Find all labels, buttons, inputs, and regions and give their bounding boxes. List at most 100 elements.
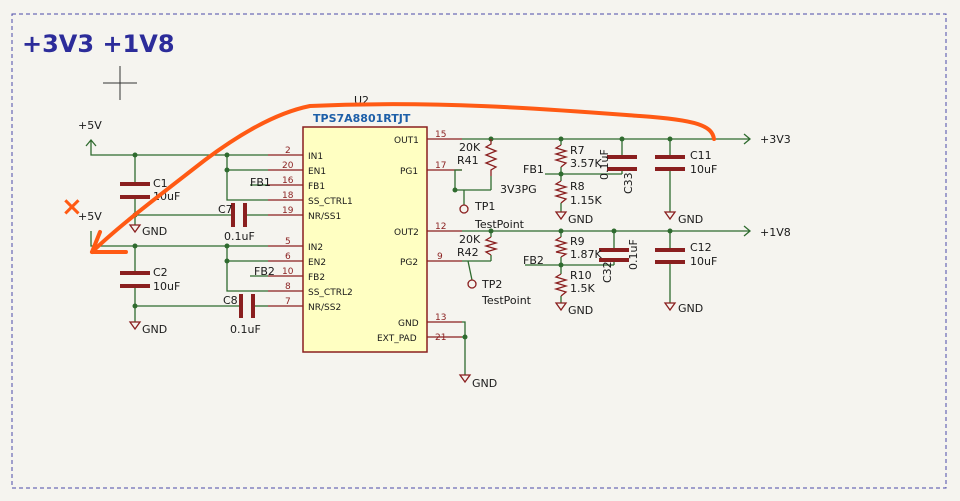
c32-ref: C32 xyxy=(601,261,614,283)
pin-num-9: 9 xyxy=(437,252,443,262)
c8-ref: C8 xyxy=(223,294,238,307)
pin-num-17: 17 xyxy=(435,161,446,171)
pin-num-2: 2 xyxy=(285,146,291,156)
c33-value: 0.1uF xyxy=(598,149,611,180)
power-label-5v-2: +5V xyxy=(78,210,102,223)
pin-name-in1: IN1 xyxy=(308,152,323,162)
pin-num-12: 12 xyxy=(435,222,446,232)
r10-ref: R10 xyxy=(570,269,592,282)
pin-num-5: 5 xyxy=(285,237,291,247)
pin-name-fb1: FB1 xyxy=(308,182,325,192)
c1-ref: C1 xyxy=(153,177,168,190)
net-label-fb2-left: FB2 xyxy=(254,265,275,278)
r9-value: 1.87K xyxy=(570,248,602,261)
tp1-value: TestPoint xyxy=(474,218,525,231)
pin-num-19: 19 xyxy=(282,206,294,216)
gnd-symbol-c2 xyxy=(128,321,142,331)
pin-name-ss-ctrl1: SS_CTRL1 xyxy=(308,197,353,207)
c32-value: 0.1uF xyxy=(627,239,640,270)
right-wiring xyxy=(452,133,752,375)
c12-value: 10uF xyxy=(690,255,717,268)
pin-num-6: 6 xyxy=(285,252,291,262)
pin-num-10: 10 xyxy=(282,267,294,277)
pin-name-en1: EN1 xyxy=(308,167,326,177)
capacitor-c12[interactable] xyxy=(655,248,685,264)
r7-value: 3.57K xyxy=(570,157,602,170)
resistor-r9[interactable] xyxy=(553,236,569,258)
resistor-r41[interactable] xyxy=(484,139,498,176)
gnd-label-c11: GND xyxy=(678,213,703,226)
capacitor-c32[interactable] xyxy=(599,248,629,262)
c7-value: 0.1uF xyxy=(224,230,255,243)
capacitor-c8[interactable] xyxy=(239,294,255,318)
r8-value: 1.15K xyxy=(570,194,602,207)
capacitor-c11[interactable] xyxy=(655,155,685,171)
r7-ref: R7 xyxy=(570,144,585,157)
r41-value: 20K xyxy=(459,141,481,154)
ic-body[interactable] xyxy=(302,126,428,353)
capacitor-c1[interactable] xyxy=(120,182,150,199)
gnd-label-c2: GND xyxy=(142,323,167,336)
gnd-symbol-r10 xyxy=(554,302,568,312)
annotation-arrow-stroke xyxy=(90,102,716,254)
capacitor-c33[interactable] xyxy=(607,155,637,171)
power-label-3v3: +3V3 xyxy=(760,133,791,146)
tp2-ref: TP2 xyxy=(481,278,502,291)
testpoint-tp1-icon[interactable] xyxy=(459,204,469,214)
tp1-ref: TP1 xyxy=(474,200,495,213)
net-label-fb1-right: FB1 xyxy=(523,163,544,176)
resistor-r7[interactable] xyxy=(553,144,569,168)
pin-name-gnd: GND xyxy=(398,319,419,329)
net-label-3v3pg: 3V3PG xyxy=(500,183,537,196)
pin-num-16: 16 xyxy=(282,176,294,186)
capacitor-c7[interactable] xyxy=(231,203,247,227)
gnd-label-c1: GND xyxy=(142,225,167,238)
net-label-fb1-left: FB1 xyxy=(250,176,271,189)
pin-name-out1: OUT1 xyxy=(394,136,419,146)
gnd-label-c12: GND xyxy=(678,302,703,315)
gnd-symbol-ic xyxy=(458,374,472,384)
r9-ref: R9 xyxy=(570,235,585,248)
gnd-symbol-r8 xyxy=(554,211,568,221)
ic-value: TPS7A8801RTJT xyxy=(313,112,411,125)
gnd-symbol-c11 xyxy=(663,211,677,221)
resistor-r10[interactable] xyxy=(553,273,569,297)
pin-num-7: 7 xyxy=(285,297,291,307)
pin-num-21: 21 xyxy=(435,333,446,343)
c12-ref: C12 xyxy=(690,241,712,254)
testpoint-tp2-icon[interactable] xyxy=(467,279,477,289)
ic-right-pins xyxy=(427,138,462,338)
c8-value: 0.1uF xyxy=(230,323,261,336)
gnd-label-r10: GND xyxy=(568,304,593,317)
power-label-1v8: +1V8 xyxy=(760,226,791,239)
pin-name-out2: OUT2 xyxy=(394,228,419,238)
pin-num-15: 15 xyxy=(435,130,446,140)
gnd-label-r8: GND xyxy=(568,213,593,226)
tp2-value: TestPoint xyxy=(481,294,532,307)
resistor-r8[interactable] xyxy=(553,180,569,204)
gnd-label-ic: GND xyxy=(472,377,497,390)
sheet-title: +3V3 +1V8 xyxy=(22,30,175,58)
power-label-5v-1: +5V xyxy=(78,119,102,132)
r10-value: 1.5K xyxy=(570,282,595,295)
c33-ref: C33 xyxy=(622,172,635,194)
r42-ref: R42 xyxy=(457,246,479,259)
resistor-r42[interactable] xyxy=(483,236,499,256)
annotation-mark: × xyxy=(61,192,83,222)
pin-num-13: 13 xyxy=(435,313,446,323)
capacitor-c2[interactable] xyxy=(120,271,150,288)
annotation-arrowhead-icon xyxy=(90,230,128,254)
pin-name-nr-ss2: NR/SS2 xyxy=(308,303,341,313)
c11-value: 10uF xyxy=(690,163,717,176)
c11-ref: C11 xyxy=(690,149,712,162)
pin-name-pg1: PG1 xyxy=(400,167,418,177)
c2-value: 10uF xyxy=(153,280,180,293)
pin-name-en2: EN2 xyxy=(308,258,326,268)
pin-name-nr-ss1: NR/SS1 xyxy=(308,212,341,222)
pin-name-in2: IN2 xyxy=(308,243,323,253)
cursor-crosshair-icon xyxy=(103,66,137,100)
r42-value: 20K xyxy=(459,233,481,246)
pin-num-20: 20 xyxy=(282,161,294,171)
gnd-symbol-c12 xyxy=(663,302,677,312)
